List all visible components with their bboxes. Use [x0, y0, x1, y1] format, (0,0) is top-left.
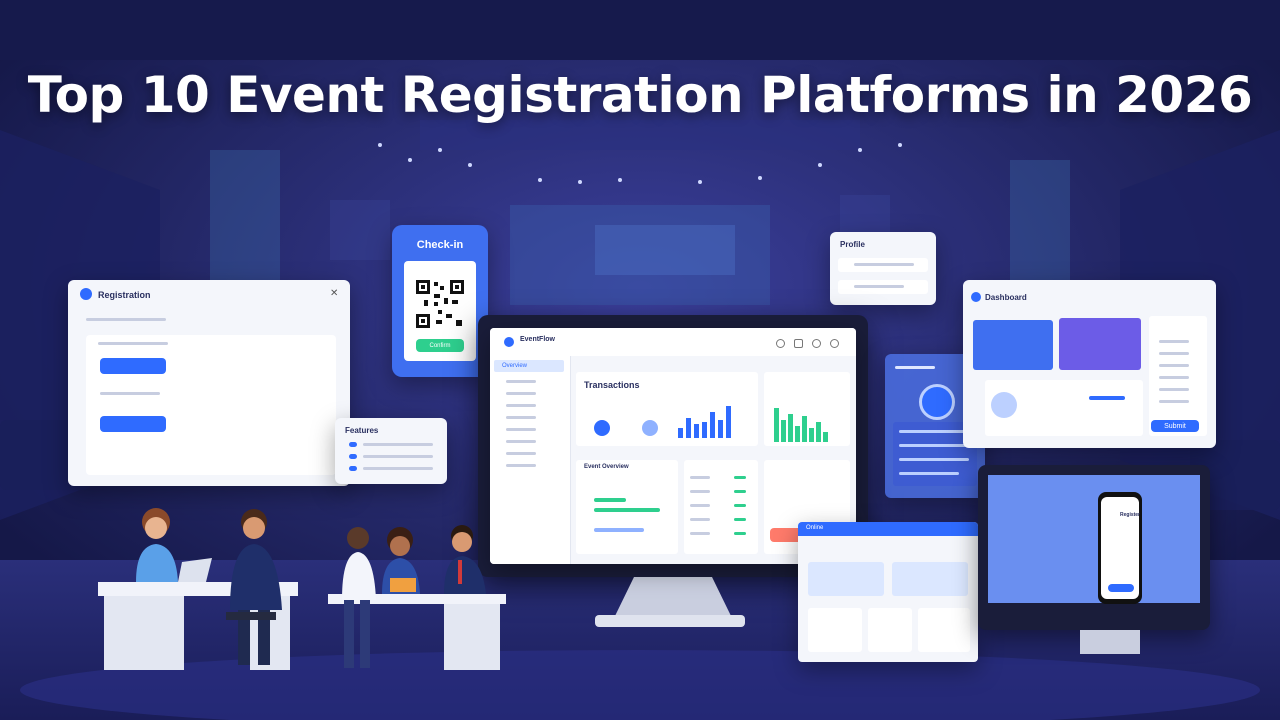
avatar: [919, 384, 955, 420]
checkin-card: Check-in Confirm: [392, 225, 488, 377]
submit-button[interactable]: Submit: [1151, 420, 1199, 432]
qr-code-icon: [416, 280, 464, 328]
dashboard-logo-icon: [504, 337, 514, 347]
green-chart: [774, 408, 828, 442]
logo-icon: [80, 288, 92, 300]
event-overview-panel: [576, 460, 678, 554]
checkin-title: Check-in: [416, 239, 464, 251]
transactions-title: Transactions: [584, 380, 640, 390]
people-illustration: [98, 508, 506, 670]
secondary-button[interactable]: [100, 416, 166, 432]
confirm-button[interactable]: Confirm: [416, 339, 464, 352]
sidebar-item-overview[interactable]: Overview: [502, 363, 528, 369]
close-icon[interactable]: ✕: [330, 288, 339, 299]
tablet-title: Online: [806, 525, 824, 531]
bell-icon[interactable]: [812, 339, 821, 348]
right-dashboard-panel: Dashboard Submit: [963, 280, 1216, 448]
bar-chart: [678, 406, 731, 438]
primary-button[interactable]: [100, 358, 166, 374]
feature-list-card: Features: [335, 418, 447, 484]
profile-card: Profile: [830, 232, 936, 305]
sidebar: [490, 356, 571, 564]
tablet-screen: Online: [798, 522, 978, 662]
page-title: Top 10 Event Registration Platforms in 2…: [27, 66, 1253, 124]
settings-icon[interactable]: [830, 339, 839, 348]
right-logo-icon: [971, 292, 981, 302]
dashboard-brand: EventFlow: [520, 336, 556, 343]
registration-title: Registration: [98, 290, 151, 300]
right-dashboard-title: Dashboard: [985, 293, 1027, 302]
right-monitor-screen: [988, 475, 1200, 603]
feature-list-title: Features: [345, 426, 379, 435]
search-icon[interactable]: [776, 339, 785, 348]
mail-icon[interactable]: [794, 339, 803, 348]
profile-card-title: Profile: [840, 240, 865, 249]
phone-title: Register: [1120, 512, 1141, 518]
phone-button[interactable]: [1108, 584, 1134, 592]
registration-panel: Registration ✕: [68, 280, 350, 486]
event-overview-title: Event Overview: [584, 464, 629, 470]
